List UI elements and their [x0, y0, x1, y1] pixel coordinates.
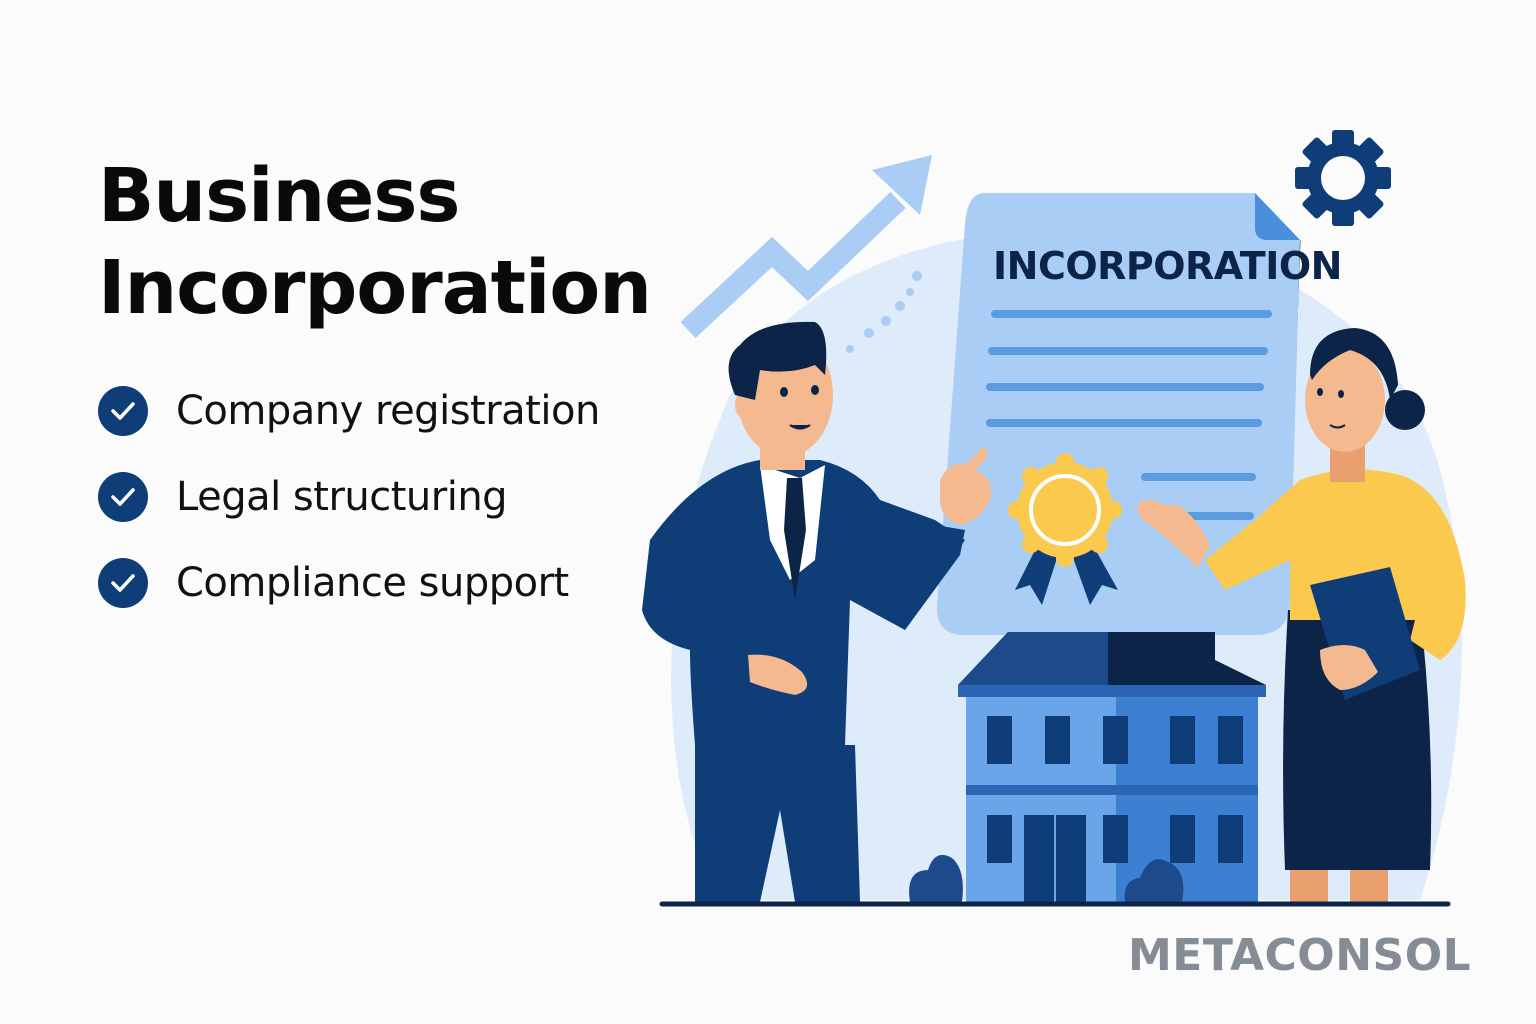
feature-item: Company registration: [98, 385, 600, 437]
document-title: INCORPORATION: [993, 244, 1342, 288]
trend-up-arrow-icon: [680, 155, 932, 353]
feature-list: Company registration Legal structuring C…: [98, 385, 600, 643]
award-seal-icon: [1008, 453, 1122, 605]
document-incorporation: INCORPORATION: [936, 193, 1342, 635]
check-circle-icon: [98, 558, 148, 608]
check-circle-icon: [98, 386, 148, 436]
feature-label: Legal structuring: [176, 474, 508, 520]
businessman-figure: [642, 321, 991, 902]
brand-logo: METACONSOL: [1128, 930, 1472, 981]
check-circle-icon: [98, 472, 148, 522]
title-line-1: Business: [98, 153, 460, 239]
feature-item: Legal structuring: [98, 471, 600, 523]
gear-icon: [1295, 130, 1391, 226]
feature-item: Compliance support: [98, 557, 600, 609]
title-line-2: Incorporation: [98, 245, 652, 331]
businesswoman-figure: [1137, 328, 1466, 902]
feature-label: Compliance support: [176, 560, 569, 606]
building-icon: [909, 632, 1266, 902]
page-title: Business Incorporation: [98, 150, 652, 334]
feature-label: Company registration: [176, 388, 600, 434]
